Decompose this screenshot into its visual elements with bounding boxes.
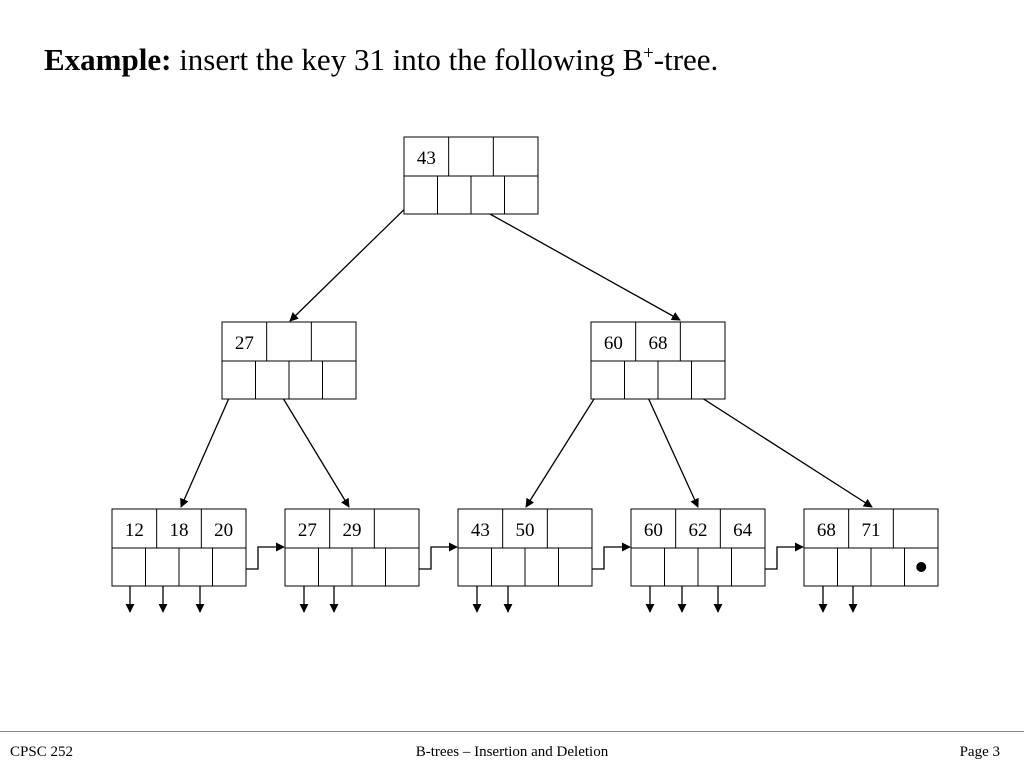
title-superscript: + <box>643 42 654 64</box>
leaf-node-key: 20 <box>214 520 233 541</box>
leaf-node: 60 62 64 <box>630 508 766 587</box>
leaf-node-key: 18 <box>170 520 189 541</box>
root-node-key: 43 <box>417 148 436 169</box>
internal-node-key: 60 <box>604 333 623 354</box>
leaf-node-key-row <box>803 508 939 549</box>
leaf-node-key: 12 <box>125 520 144 541</box>
internal-node-key: 27 <box>235 333 254 354</box>
leaf-node-key-row <box>284 508 420 549</box>
edge-internal-to-leaf <box>673 379 873 508</box>
bplus-tree-diagram: 43 27 60 68 12 18 20 27 29 43 50 60 62 64 68 71 <box>111 136 939 613</box>
edge-internal-to-leaf <box>180 379 238 508</box>
root-node: 43 <box>403 136 539 215</box>
leaf-node-key: 43 <box>471 520 490 541</box>
leaf-node-key: 64 <box>733 520 753 541</box>
null-pointer-dot <box>916 562 927 572</box>
title-bold: Example: <box>44 42 172 77</box>
internal-node: 60 68 <box>590 321 726 400</box>
title-text: insert the key 31 into the following B <box>171 42 644 77</box>
title-tail: -tree. <box>653 42 719 77</box>
leaf-node-key: 50 <box>516 520 535 541</box>
edge-internal-to-leaf <box>525 379 607 508</box>
footer-course: CPSC 252 <box>10 744 73 760</box>
internal-node-key-row <box>590 321 726 362</box>
leaf-node: 68 71 <box>803 508 939 587</box>
edge-root-to-left <box>289 194 420 322</box>
footer-topic: B-trees – Insertion and Deletion <box>415 744 609 760</box>
footer-page-number: Page 3 <box>959 744 1000 760</box>
tree-nodes: 43 27 60 68 12 18 20 27 29 43 50 60 62 64 68 71 <box>111 136 939 587</box>
internal-node-key: 68 <box>649 333 668 354</box>
edge-internal-to-leaf <box>271 379 350 508</box>
leaf-node-key-row <box>457 508 593 549</box>
leaf-node-key: 62 <box>689 520 708 541</box>
leaf-node: 12 18 20 <box>111 508 247 587</box>
internal-node-key-row <box>221 321 357 362</box>
internal-node: 27 <box>221 321 357 400</box>
leaf-node-key: 29 <box>343 520 362 541</box>
leaf-node: 27 29 <box>284 508 420 587</box>
leaf-node: 43 50 <box>457 508 593 587</box>
leaf-node-key: 27 <box>298 520 317 541</box>
leaf-node-key-row <box>111 508 247 549</box>
edge-internal-to-leaf <box>639 379 699 508</box>
leaf-node-key-row <box>630 508 766 549</box>
footer-divider <box>0 731 1024 732</box>
leaf-node-key: 68 <box>817 520 836 541</box>
slide-title: Example: insert the key 31 into the foll… <box>44 40 718 80</box>
leaf-node-key: 60 <box>644 520 663 541</box>
leaf-node-key: 71 <box>862 520 881 541</box>
edge-root-to-right <box>455 194 681 321</box>
